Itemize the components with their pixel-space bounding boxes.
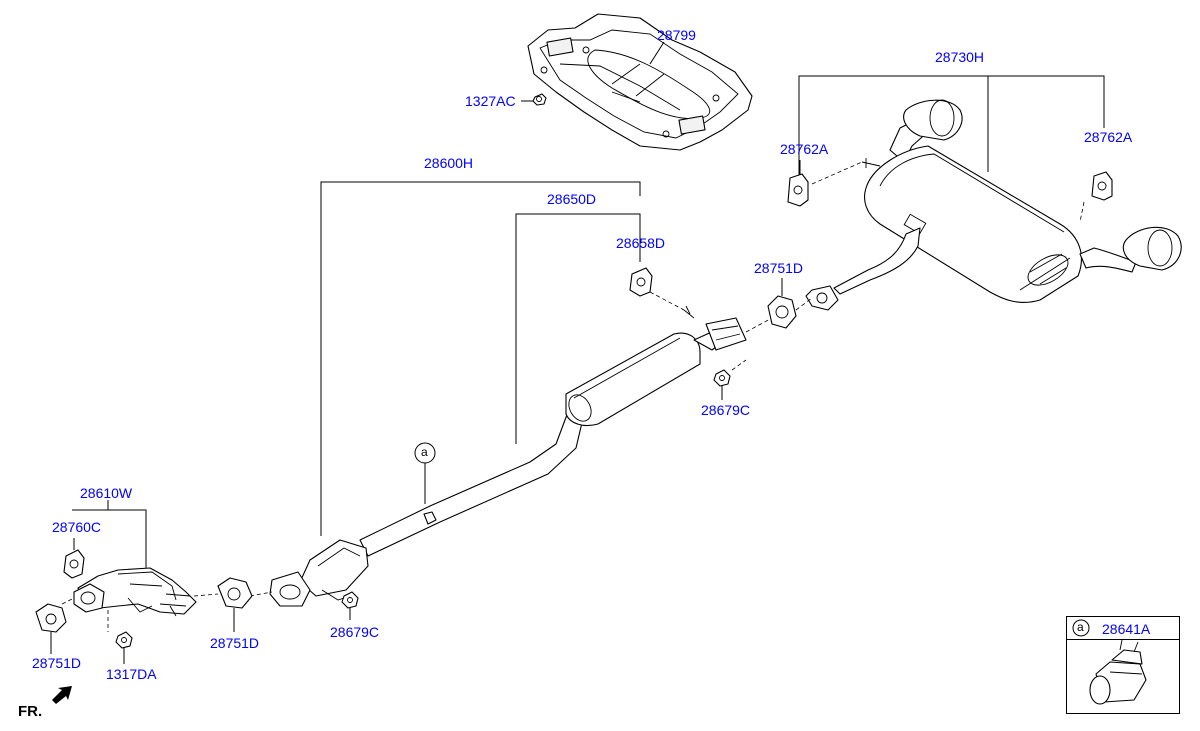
label-28799[interactable]: 28799 xyxy=(657,27,696,43)
callout-a-marker xyxy=(414,442,436,504)
clamp-28641A[interactable] xyxy=(1089,639,1147,705)
dash-hanger-28658D xyxy=(649,291,685,311)
center-muffler-28650D[interactable] xyxy=(359,305,747,557)
dash-flange-top xyxy=(745,317,773,333)
dash-gasket-top xyxy=(795,297,813,311)
label-28600H[interactable]: 28600H xyxy=(424,155,474,171)
callout-a-text: a xyxy=(421,445,428,459)
nut-1327AC[interactable] xyxy=(521,93,547,106)
label-28751D-top[interactable]: 28751D xyxy=(754,260,804,276)
legend-divider xyxy=(1066,639,1179,640)
label-28650D[interactable]: 28650D xyxy=(547,191,597,207)
dash-front-flange xyxy=(249,591,273,597)
heat-protector-28799[interactable] xyxy=(527,13,753,151)
label-28679C-top[interactable]: 28679C xyxy=(701,402,751,418)
bracket-28650D xyxy=(515,213,641,444)
label-28641A[interactable]: 28641A xyxy=(1102,621,1151,637)
legend-box xyxy=(1066,616,1180,714)
label-28679C-bottom[interactable]: 28679C xyxy=(330,624,380,640)
front-arrow-icon xyxy=(52,686,72,704)
label-28762A-left[interactable]: 28762A xyxy=(780,141,829,157)
bracket-28730H xyxy=(798,75,1105,196)
nut-28679C-bottom[interactable] xyxy=(341,591,359,620)
label-28658D[interactable]: 28658D xyxy=(616,235,666,251)
rubber-hanger-28762A-left[interactable] xyxy=(787,160,809,207)
dash-gasket-mid xyxy=(193,593,219,597)
gasket-28751D-middle[interactable] xyxy=(217,577,253,632)
bracket-28600H xyxy=(320,181,641,536)
label-28751D-left[interactable]: 28751D xyxy=(32,655,82,671)
warm-up-catalyst-28610W[interactable] xyxy=(73,567,197,617)
gasket-28751D-top[interactable] xyxy=(767,278,797,329)
dash-manifold xyxy=(61,597,75,605)
bracket-28610W xyxy=(72,509,147,568)
front-direction-label: FR. xyxy=(18,703,43,720)
label-1327AC[interactable]: 1327AC xyxy=(465,93,516,109)
gasket-28751D-left[interactable] xyxy=(35,603,67,654)
label-28610W[interactable]: 28610W xyxy=(80,485,133,501)
label-1317DA[interactable]: 1317DA xyxy=(106,666,157,682)
rubber-hanger-28762A-right[interactable] xyxy=(1091,171,1113,201)
label-28751D-middle[interactable]: 28751D xyxy=(210,635,260,651)
nut-1317DA[interactable] xyxy=(115,631,133,664)
rubber-hanger-28760C[interactable] xyxy=(63,538,85,579)
label-28730H[interactable]: 28730H xyxy=(935,49,985,65)
label-28762A-right[interactable]: 28762A xyxy=(1084,129,1133,145)
leader-28799 xyxy=(649,41,665,65)
legend-a-marker xyxy=(1072,619,1090,637)
dash-hanger-left xyxy=(811,161,863,185)
legend-a-text: a xyxy=(1077,620,1084,634)
nut-28679C-top[interactable] xyxy=(713,369,731,400)
rubber-hanger-28658D[interactable] xyxy=(629,267,653,297)
rear-muffler-28730H[interactable] xyxy=(805,99,1182,311)
dash-nut-top xyxy=(731,359,747,371)
dash-hanger-right xyxy=(1079,201,1085,223)
label-28760C[interactable]: 28760C xyxy=(52,519,102,535)
front-pipe-catalyst[interactable] xyxy=(269,539,369,607)
